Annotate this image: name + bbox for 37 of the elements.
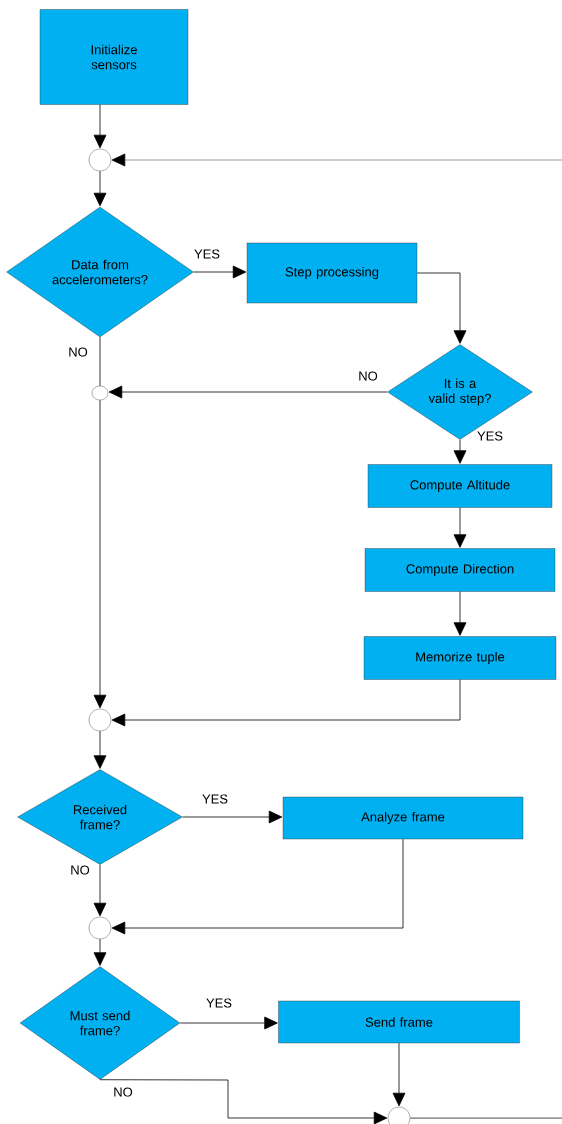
- arrow: [453, 439, 467, 464]
- arrow: [193, 265, 247, 279]
- process-box: Step processing: [246, 242, 418, 304]
- arrow: [179, 1016, 278, 1030]
- arrow: [93, 938, 107, 966]
- process-box: Memorize tuple: [363, 636, 557, 680]
- arrow: [93, 104, 107, 149]
- edge-label: NO: [69, 864, 91, 876]
- arrow: [416, 272, 467, 344]
- arrow: [99, 1079, 388, 1124]
- junction-circle: [88, 148, 112, 172]
- edge-label: YES: [205, 997, 233, 1009]
- edge-label: YES: [193, 248, 221, 260]
- junction-ellipse: [91, 385, 109, 401]
- junction-circle: [88, 916, 112, 940]
- arrow: [93, 399, 107, 709]
- process-box: Analyze frame: [282, 796, 524, 840]
- arrow: [93, 730, 107, 769]
- arrow: [111, 838, 404, 935]
- arrow: [392, 1042, 406, 1107]
- process-box: Initialize sensors: [39, 9, 189, 105]
- junction-circle: [88, 708, 112, 732]
- process-box: Compute Altitude: [367, 464, 553, 508]
- arrow: [93, 864, 107, 917]
- process-box: Compute Direction: [364, 548, 556, 592]
- arrow: [111, 679, 461, 727]
- arrow: [93, 170, 107, 207]
- arrow: [108, 385, 388, 399]
- arrow: [182, 810, 283, 824]
- edge-label: NO: [67, 346, 89, 358]
- arrow: [453, 591, 467, 636]
- process-box: Send frame: [278, 1000, 520, 1044]
- edge-label: YES: [201, 793, 229, 805]
- edge-label: YES: [476, 430, 504, 442]
- edge-label: NO: [112, 1086, 134, 1098]
- arrow: [453, 507, 467, 548]
- edge-label: NO: [357, 370, 379, 382]
